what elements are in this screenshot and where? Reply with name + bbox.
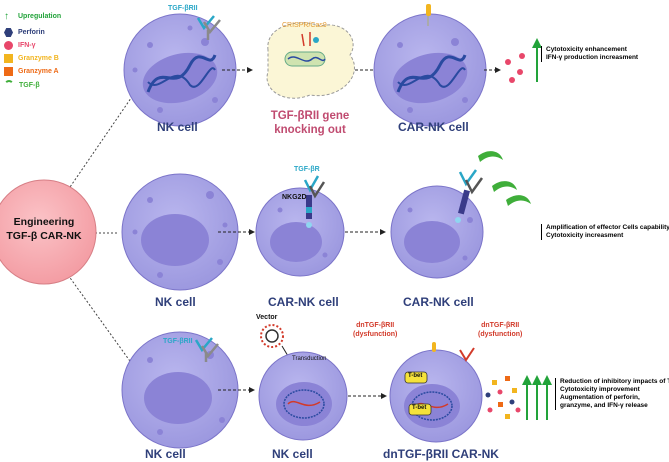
row2-car-receptor-icon-2 [455,169,484,223]
row2-car-nk-cell [255,187,345,277]
center-label: Engineering TGF-β CAR-NK [6,216,82,242]
row2-car-nk-cell-2-label: CAR-NK cell [403,295,474,309]
pink-dot-icon [4,41,13,50]
row1-upregulation-arrow [532,38,542,82]
row3-dn-car-nk-cell-label: dnTGF-βRII CAR-NK [383,447,499,461]
row1-receptor-label: TGF-βRII [168,5,198,12]
legend-granzyme-a: Granzyme A [4,67,59,76]
engineering-center-circle [0,179,97,285]
row1-receptor-icon [196,15,221,40]
row2-effects: Amplification of effector Cells capabili… [541,224,669,240]
knockout-label: TGF-βRII gene knocking out [270,110,350,136]
row2-receptor-label: TGF-βR [294,166,320,173]
row1-ifn-dots [505,53,525,83]
row3-nk-cell-label: NK cell [145,447,186,461]
row1-nk-cell [123,13,237,127]
tbet-label-2: T-bet [412,405,427,411]
row2-car-nk-cell-2 [390,185,484,279]
row1-car-nk-cell-label: CAR-NK cell [398,120,469,134]
legend-ifn: IFN-γ [4,41,36,50]
legend-granzyme-b: Granzyme B [4,54,59,63]
row2-nk-cell-label: NK cell [155,295,196,309]
crispr-label: CRISPR/Cas9 [282,22,327,29]
row2-nk-cell [121,173,239,291]
row3-receptor-icon [194,337,219,362]
row1-nk-cell-label: NK cell [157,120,198,134]
orange-square-icon [4,67,13,76]
row2-car-receptor-icon [303,175,326,228]
row2-car-nk-cell-label: CAR-NK cell [268,295,339,309]
vector-icon [260,324,284,348]
tgf-beta-crescents [478,151,531,206]
row3-dn-car-nk-cell [389,342,483,443]
green-up-arrow-icon: ↑ [4,11,9,22]
crispr-bubble [266,22,355,99]
row3-nk-cell-2 [258,351,348,441]
row3-nk-cell [121,331,239,449]
row1-car-nk-cell [373,4,487,127]
legend-tgf-beta: TGF-β [4,80,40,90]
transduction-label: Transduction [292,356,327,362]
tbet-label-1: T-bet [408,373,423,379]
dn-label-1: dnTGF-βRII (dysfunction) [353,322,398,338]
green-crescent-icon [4,80,14,90]
row3-upregulation-arrows [522,375,552,420]
navy-hexagon-icon [4,28,13,37]
legend-upregulation: ↑ Upregulation [4,11,62,22]
dn-label-2: dnTGF-βRII (dysfunction) [478,322,523,338]
row3-cytokine-dots [485,376,521,419]
nkg2d-label: NKG2D [282,194,307,201]
vector-label: Vector [256,314,278,321]
row3-effects: Reduction of inhibitory impacts of TGF-β… [555,378,669,410]
legend-perforin: Perforin [4,28,45,37]
row1-effects: Cytotoxicity enhancement IFN-γ productio… [541,46,638,62]
row3-receptor-label: TGF-βRII [163,338,193,345]
row3-nk-cell-2-label: NK cell [272,447,313,461]
yellow-square-icon [4,54,13,63]
connector-lines [67,84,141,376]
